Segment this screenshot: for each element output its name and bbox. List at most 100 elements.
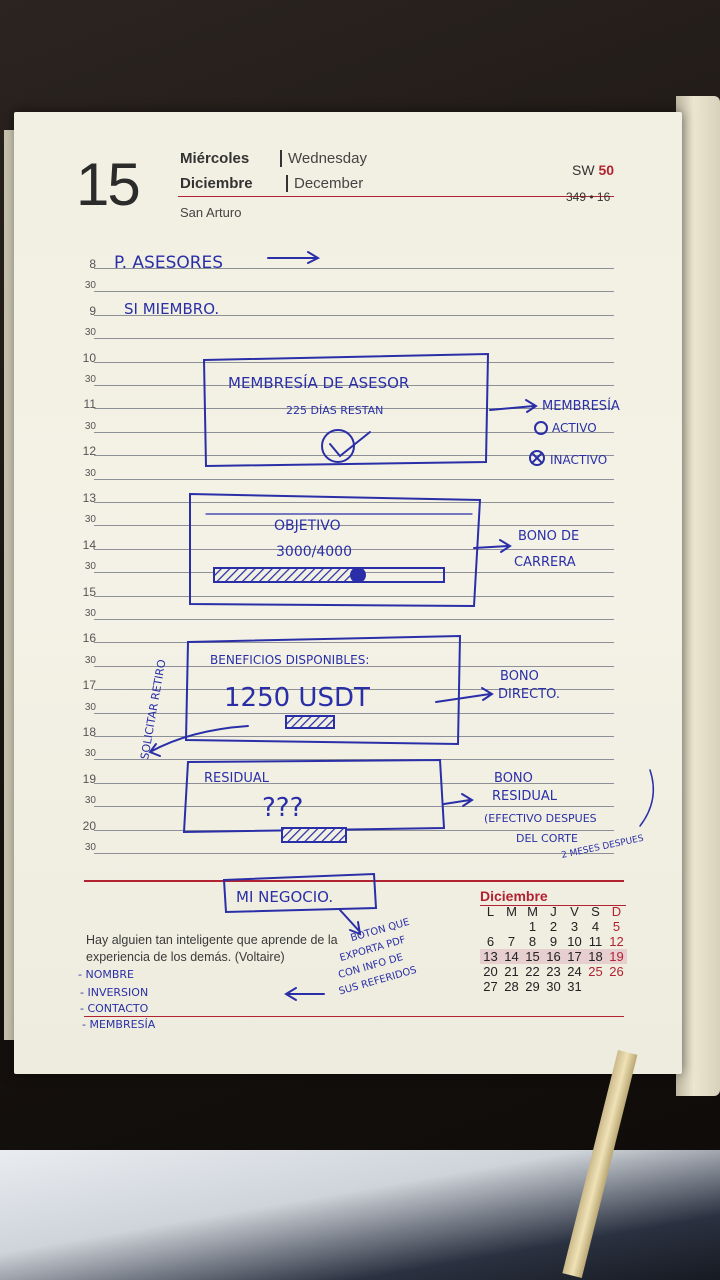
calendar-title: Diciembre [480, 888, 548, 904]
time-label: 30 [84, 842, 96, 853]
bottom-rule-2 [84, 1016, 624, 1017]
calendar-day: 2 [549, 919, 558, 934]
time-label: 10 [82, 351, 96, 365]
calendar-day: 26 [609, 964, 624, 979]
calendar-weekday: V [570, 904, 579, 919]
calendar-day: 19 [606, 949, 627, 964]
week-number: SW 50 [572, 162, 615, 178]
hw-inactivo: INACTIVO [550, 453, 607, 467]
hw-list-nombre: - NOMBRE [78, 968, 134, 981]
hw-bono-residual-2: RESIDUAL [492, 789, 558, 804]
time-label: 30 [84, 374, 96, 385]
calendar-rule [480, 905, 626, 906]
hw-beneficios-value: 1250 USDT [224, 683, 370, 713]
ruled-line [94, 666, 614, 667]
time-label: 8 [89, 257, 96, 271]
hw-bono-residual-3: (EFECTIVO DESPUES [484, 812, 597, 825]
time-label: 9 [89, 304, 96, 318]
calendar-day: 10 [567, 934, 582, 949]
ruled-line [94, 549, 614, 550]
retiro-button-sketch [285, 715, 335, 729]
inactivo-circle [529, 450, 545, 466]
calendar-weekday: D [611, 904, 622, 919]
arrow-objetivo [473, 539, 512, 553]
time-label: 30 [84, 327, 96, 338]
ruled-line [94, 338, 614, 339]
arrow-retiro [148, 725, 249, 757]
calendar-weekday: J [550, 904, 557, 919]
hw-objetivo-value: 3000/4000 [276, 544, 352, 560]
hw-miembro: SI MIEMBRO. [124, 300, 219, 318]
ruled-line [94, 642, 614, 643]
weekday-en: Wednesday [280, 150, 367, 167]
time-label: 30 [84, 702, 96, 713]
time-label: 13 [82, 491, 96, 505]
calendar-day: 29 [525, 979, 540, 994]
ruled-line [94, 596, 614, 597]
inactivo-x [531, 452, 543, 464]
hw-residual-value: ??? [262, 793, 303, 823]
time-label: 30 [84, 421, 96, 432]
ruled-line [94, 689, 614, 690]
calendar-day: 21 [504, 964, 519, 979]
calendar-day: 30 [546, 979, 561, 994]
ruled-line [94, 759, 614, 760]
calendar-weekday: M [527, 904, 538, 919]
arrow-negocio [339, 909, 362, 936]
mi-negocio-box [222, 872, 378, 914]
ruled-line [94, 830, 614, 831]
time-label: 20 [82, 819, 96, 833]
planner-page [14, 112, 682, 1074]
hw-bono-directo-2: DIRECTO. [498, 687, 560, 702]
ruled-line [94, 502, 614, 503]
time-label: 30 [84, 561, 96, 572]
arrow-residual [443, 793, 474, 807]
check-mark [329, 431, 371, 458]
time-label: 30 [84, 748, 96, 759]
ruled-line [94, 783, 614, 784]
calendar-day: 31 [567, 979, 582, 994]
calendar-day: 16 [543, 949, 564, 964]
time-label: 18 [82, 725, 96, 739]
calendar-weekday: L [486, 904, 495, 919]
objetivo-progress-fill [213, 567, 359, 583]
time-label: 11 [83, 397, 96, 411]
ruled-line [94, 853, 614, 854]
header-rule [178, 196, 614, 197]
time-label: 17 [82, 678, 96, 692]
saint-name: San Arturo [180, 205, 242, 220]
calendar-day: 23 [546, 964, 561, 979]
ruled-line [94, 479, 614, 480]
quote: Hay alguien tan inteligente que aprende … [86, 933, 338, 964]
day-number: 15 [76, 151, 141, 218]
hw-mi-negocio: MI NEGOCIO. [236, 888, 333, 906]
ruled-line [94, 455, 614, 456]
arrow-membresia [489, 399, 538, 413]
bottom-rule [84, 880, 624, 882]
time-label: 16 [82, 631, 96, 645]
calendar-day: 3 [570, 919, 579, 934]
hw-membresia-label: MEMBRESÍA [542, 398, 620, 414]
residual-bar [281, 827, 347, 843]
hw-list-inversion: - INVERSION [80, 986, 148, 999]
ruled-line [94, 432, 614, 433]
ruled-line [94, 315, 614, 316]
day-count: 349 • 16 [566, 190, 611, 204]
ruled-line [94, 619, 614, 620]
time-label: 19 [82, 772, 96, 786]
time-label: 15 [82, 585, 96, 599]
hw-bono-directo-1: BONO [500, 669, 539, 684]
beneficios-box [184, 634, 462, 746]
hw-residual: RESIDUAL [204, 771, 270, 786]
ruled-line [94, 362, 614, 363]
arrow-list [284, 987, 325, 1001]
calendar-day: 8 [528, 934, 537, 949]
time-label: 30 [84, 608, 96, 619]
calendar-day: 7 [507, 934, 516, 949]
hw-activo: ACTIVO [552, 421, 597, 435]
hw-list-membresia: - MEMBRESÍA [82, 1018, 156, 1031]
hw-membresia-days: 225 DÍAS RESTAN [286, 404, 383, 417]
ruled-line [94, 736, 614, 737]
